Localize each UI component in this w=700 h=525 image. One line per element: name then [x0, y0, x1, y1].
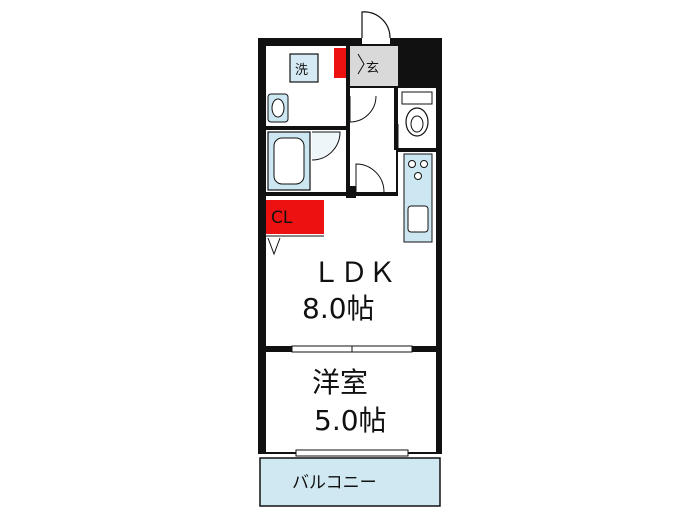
wall-toilet-left	[394, 88, 398, 150]
closet-label: CL	[271, 208, 293, 228]
kitchen-sink-icon	[407, 205, 429, 233]
ldk-label: ＬＤＫ	[312, 256, 396, 289]
entrance-floor	[350, 46, 398, 86]
western-room-size: 5.0帖	[314, 404, 387, 437]
hall-floor	[350, 88, 396, 192]
wall-toilet-bottom	[398, 148, 436, 152]
balcony	[259, 457, 441, 507]
bathtub-inner	[273, 137, 305, 185]
ldk-size: 8.0帖	[302, 292, 375, 325]
washer-label: 洗	[295, 63, 308, 78]
wall-washroom-bath	[266, 126, 346, 130]
balcony-label: バルコニー	[292, 473, 377, 493]
washroom-door-swing	[349, 95, 377, 123]
toilet-tank	[401, 91, 433, 105]
entrance-door-gap	[362, 34, 390, 44]
entrance-step-line	[357, 53, 365, 75]
western-room-label: 洋室	[312, 366, 368, 399]
balcony-window	[295, 449, 409, 457]
western-room-floor	[266, 352, 436, 452]
bath-door-swing	[311, 131, 341, 161]
washer-icon	[289, 53, 319, 83]
sink-bowl	[271, 98, 285, 118]
wall-hall-left	[346, 46, 350, 192]
entrance-label: 玄	[366, 61, 379, 76]
hall-door-swing	[355, 163, 385, 193]
wall-bath-bottom	[266, 192, 350, 196]
hall-wall-block	[346, 186, 356, 198]
door-swing-icon	[361, 11, 391, 39]
stove-icon	[408, 160, 428, 180]
shoe-closet	[334, 48, 346, 78]
closet-door-mark	[267, 237, 281, 256]
closet	[266, 200, 324, 234]
toilet-seat	[410, 115, 424, 133]
